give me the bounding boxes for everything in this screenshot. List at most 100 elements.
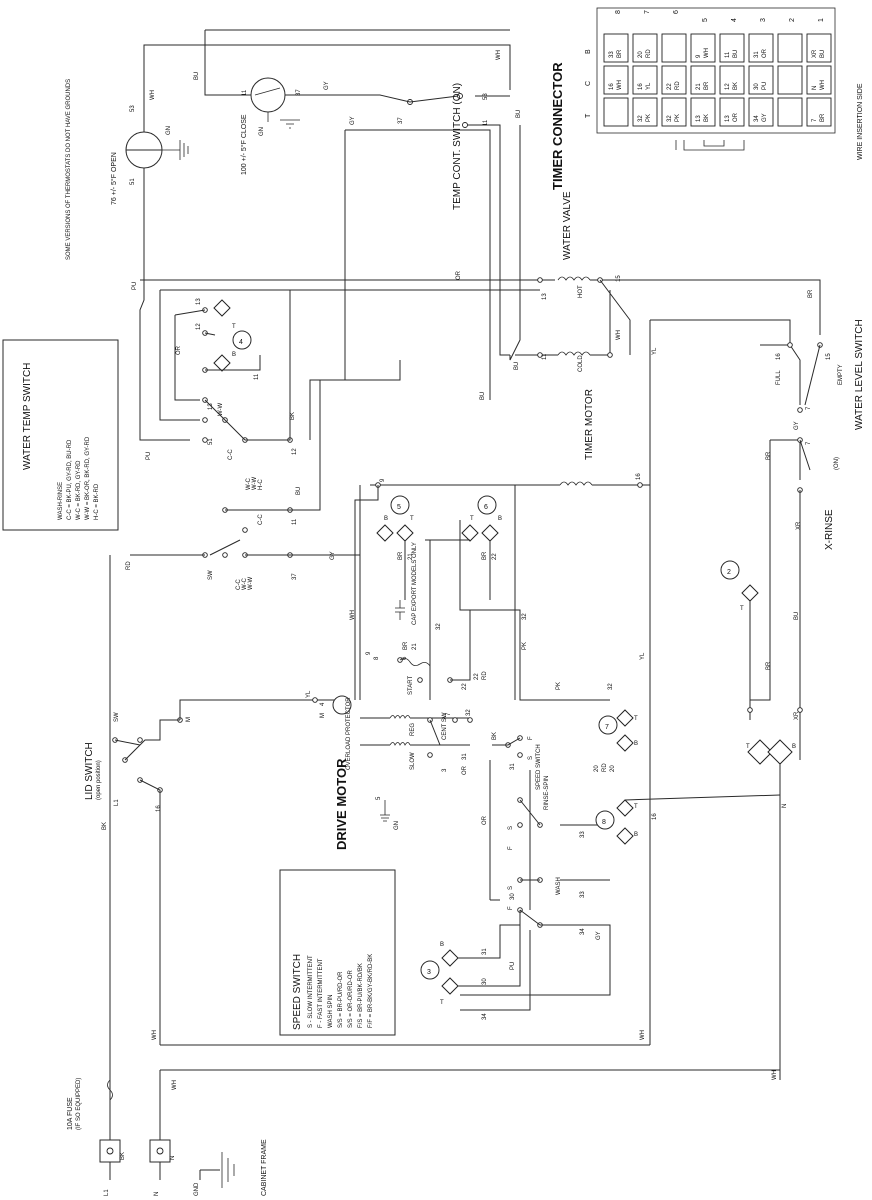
svg-text:37: 37 — [296, 89, 302, 96]
svg-text:YL: YL — [306, 690, 312, 698]
svg-text:9: 9 — [380, 478, 386, 482]
svg-text:BK: BK — [102, 822, 108, 830]
svg-text:PU: PU — [762, 82, 768, 90]
timer-internal-wiring: WH 32 32 PK 9 8 BR 21 22 RD PK 32 YL CAP… — [350, 320, 651, 1045]
svg-text:YL: YL — [646, 82, 652, 90]
water-level-switch-label: WATER LEVEL SWITCH — [854, 319, 865, 430]
svg-text:F: F — [528, 736, 534, 740]
svg-text:11: 11 — [483, 119, 489, 126]
svg-text:12: 12 — [196, 323, 202, 330]
svg-text:21: 21 — [408, 553, 414, 560]
svg-text:COLD: COLD — [578, 355, 584, 372]
timer-connector-cell — [777, 33, 803, 63]
svg-text:4: 4 — [239, 339, 243, 346]
svg-text:BR: BR — [820, 113, 826, 122]
svg-text:11: 11 — [292, 518, 298, 525]
svg-text:PU: PU — [510, 962, 516, 970]
svg-text:S: S — [528, 756, 534, 760]
fuse-label: 10A FUSE — [67, 1097, 74, 1130]
fuse-note: (IF SO EQUIPPED) — [76, 1078, 82, 1130]
svg-text:16: 16 — [636, 473, 642, 480]
svg-text:BR: BR — [482, 551, 488, 560]
lid-switch: SW L1 16 M BK LID SWITCH (open position) — [84, 555, 290, 1060]
svg-text:BU: BU — [514, 362, 520, 370]
svg-text:OR: OR — [733, 112, 739, 122]
svg-text:BU: BU — [194, 72, 200, 80]
svg-text:9: 9 — [366, 651, 372, 655]
svg-text:GN: GN — [259, 127, 265, 136]
svg-text:W-W: W-W — [218, 402, 224, 416]
svg-text:EMPTY: EMPTY — [838, 364, 844, 385]
svg-text:S: S — [508, 886, 514, 890]
svg-text:CAP EXPORT MODELS ONLY: CAP EXPORT MODELS ONLY — [412, 542, 418, 625]
svg-text:PK: PK — [556, 682, 562, 690]
water-temp-switch-title: WATER TEMP SWITCH — [22, 363, 33, 470]
svg-text:N: N — [782, 804, 788, 808]
timer-connector-column-number: 6 — [673, 10, 680, 14]
svg-text:34: 34 — [754, 115, 760, 122]
svg-text:BR: BR — [398, 551, 404, 560]
svg-text:WH: WH — [704, 48, 710, 58]
x-rinse-switch: GY 7 (ON) BR XR X-RINSE BU BR XR — [749, 421, 840, 760]
svg-text:BR: BR — [704, 81, 710, 90]
svg-text:31: 31 — [462, 753, 468, 760]
timer-connector-title: TIMER CONNECTOR — [550, 62, 565, 190]
thermo-open-label: 76 +/- 5°F OPEN — [110, 152, 118, 205]
svg-text:8: 8 — [374, 656, 380, 660]
svg-text:BU: BU — [296, 487, 302, 495]
svg-text:B: B — [792, 744, 796, 750]
speed-switch: BK F S RINSE-SPIN WASH SPEED SWITCH 33 3… — [460, 732, 616, 996]
svg-text:16: 16 — [156, 805, 162, 812]
svg-text:T: T — [634, 716, 638, 722]
speed-switch-legend-line: F - FAST INTERMITTENT — [318, 958, 324, 1028]
svg-text:15: 15 — [616, 275, 622, 282]
svg-text:6: 6 — [484, 504, 488, 511]
svg-text:OR: OR — [456, 270, 462, 280]
timer-motor-label: TIMER MOTOR — [584, 389, 595, 460]
svg-text:22: 22 — [474, 673, 480, 680]
svg-text:M: M — [320, 713, 326, 718]
svg-text:N: N — [154, 1192, 160, 1196]
svg-text:31: 31 — [482, 948, 488, 955]
connector-8: 8 T B 16 — [595, 794, 781, 845]
svg-text:OR: OR — [176, 345, 182, 355]
svg-text:16: 16 — [776, 353, 782, 360]
svg-text:PK: PK — [646, 114, 652, 122]
thermo-close-label: 100 +/- 5°F CLOSE — [240, 114, 248, 175]
svg-text:BR: BR — [808, 289, 814, 298]
svg-text:7: 7 — [605, 724, 609, 731]
speed-switch-legend-line: F/S = BR-PU/BK-RD/BK — [358, 963, 364, 1028]
svg-text:GY: GY — [350, 116, 356, 125]
water-temp-legend-line: W-W = BK-OR, BK-RD, GY-RD — [85, 436, 91, 520]
timer-connector-column-number: 1 — [818, 18, 825, 22]
svg-text:WH: WH — [640, 1030, 646, 1040]
svg-text:7: 7 — [812, 118, 818, 122]
water-temp-legend-line: WASH-RINSE — [58, 482, 64, 520]
svg-text:5: 5 — [376, 796, 382, 800]
svg-text:22: 22 — [492, 553, 498, 560]
thermostat-note: SOME VERSIONS OF THERMOSTATS DO NOT HAVE… — [66, 79, 72, 260]
svg-text:T: T — [440, 1000, 444, 1006]
water-temp-legend-line: H-C = BK-RD — [94, 483, 100, 520]
svg-text:GND: GND — [194, 1182, 200, 1196]
svg-text:W-W: W-W — [252, 476, 258, 490]
svg-text:13: 13 — [542, 293, 548, 300]
speed-switch-legend-title: SPEED SWITCH — [292, 954, 303, 1030]
svg-text:(ON): (ON) — [834, 457, 840, 470]
svg-text:8: 8 — [602, 819, 606, 826]
svg-text:30: 30 — [510, 893, 516, 900]
water-temp-switch-contacts: W-W C-C C-C W-C W-W H-C C-C W-C W-W 13 5… — [126, 130, 540, 590]
temp-cont-switch-label: TEMP CONT. SWITCH (ON) — [452, 83, 463, 210]
svg-text:B: B — [440, 942, 444, 948]
svg-text:REG: REG — [410, 723, 416, 736]
speed-switch-legend-line: WASH SPIN — [328, 995, 334, 1028]
